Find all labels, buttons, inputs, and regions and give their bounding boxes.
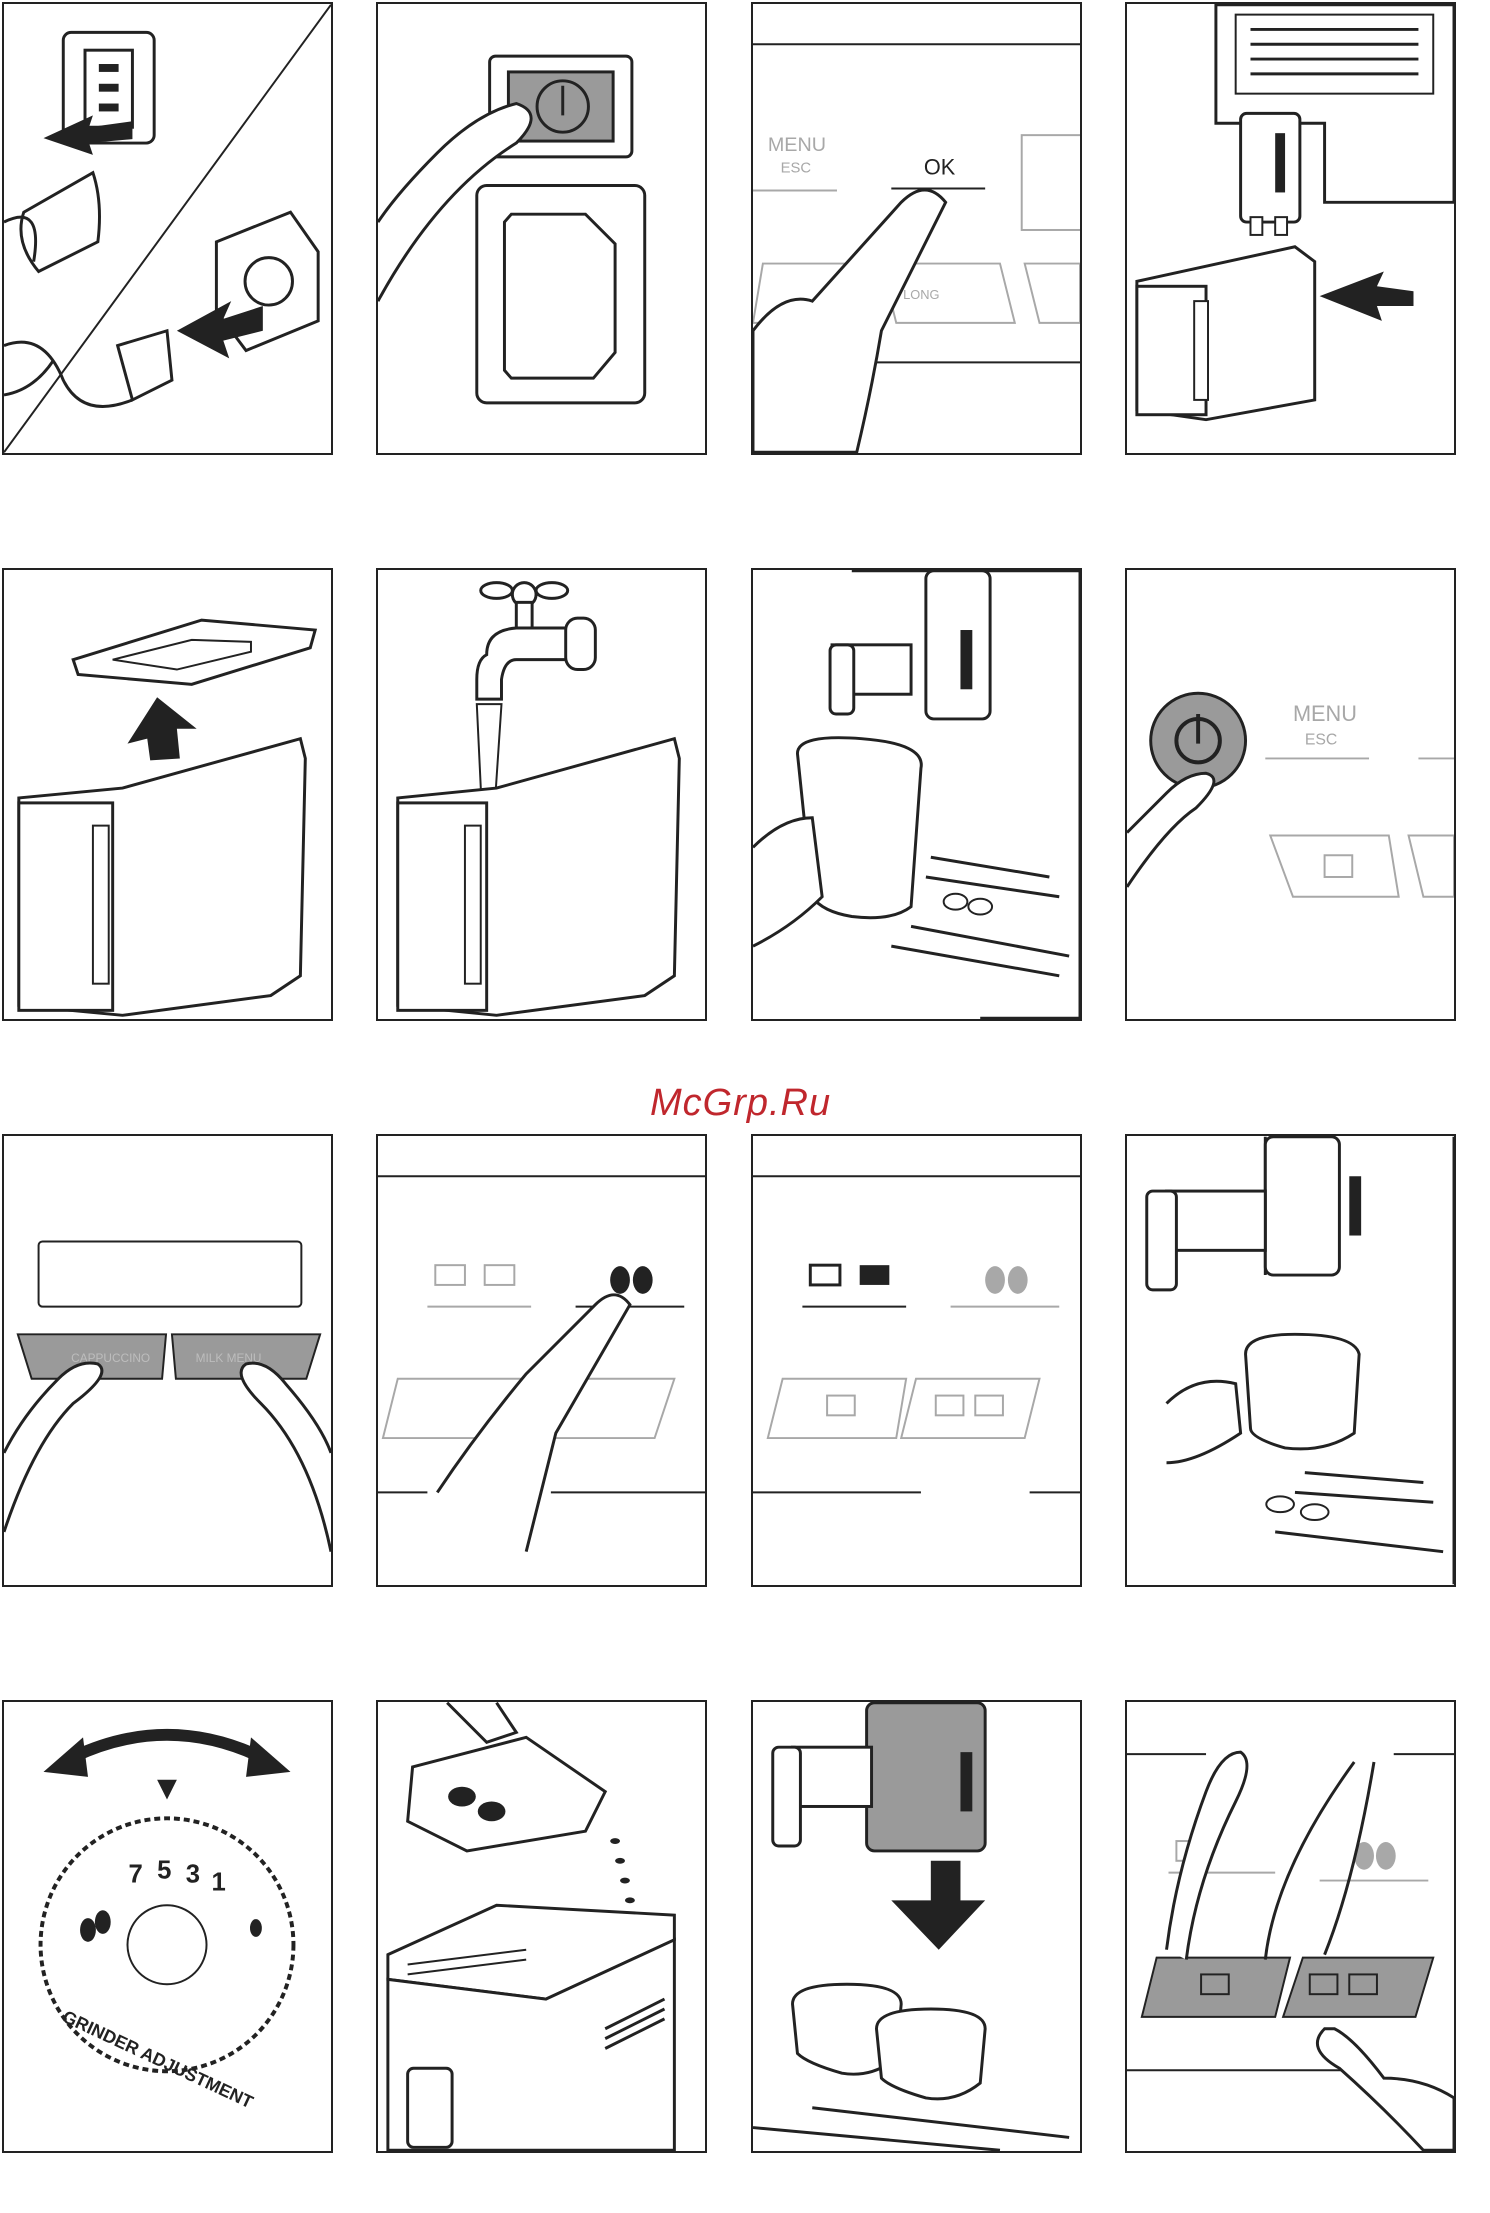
grinder-dial-illustration: 7 5 3 1 GRINDER ADJUSTMENT: [4, 1702, 331, 2151]
coffee-bean-icon: [985, 1266, 1005, 1294]
cup-selection-illustration: [753, 1136, 1080, 1585]
cup-icon: [860, 1265, 890, 1285]
cup-icon: [435, 1265, 465, 1285]
step-6-fill-water-panel: [376, 568, 707, 1021]
add-beans-illustration: [378, 1702, 705, 2151]
select-cups-illustration: [1127, 1702, 1454, 2151]
step-10-bean-button-panel: [376, 1134, 707, 1587]
down-arrow-icon: [891, 1861, 985, 1950]
svg-text:7: 7: [128, 1861, 142, 1889]
step-3-ok-button-panel: MENU ESC OK LONG: [751, 2, 1082, 455]
step-8-power-on-panel: MENU ESC: [1125, 568, 1456, 1021]
step-9-two-buttons-panel: CAPPUCCINO MILK MENU: [2, 1134, 333, 1587]
coffee-bean-icon: [610, 1266, 630, 1294]
pointer-icon: [157, 1780, 177, 1800]
step-13-grinder-adjustment-panel: 7 5 3 1 GRINDER ADJUSTMENT: [2, 1700, 333, 2153]
two-buttons-illustration: CAPPUCCINO MILK MENU: [4, 1136, 331, 1585]
coffee-bean-icon: [1376, 1842, 1396, 1870]
step-12-cup-under-spout-panel: [1125, 1134, 1456, 1587]
bean-button-illustration: [378, 1136, 705, 1585]
cup-under-spout-illustration: [1127, 1136, 1454, 1585]
step-7-place-cup-panel: [751, 568, 1082, 1021]
step-4-remove-water-tank-panel: [1125, 2, 1456, 455]
ok-button-illustration: MENU ESC OK LONG: [753, 4, 1080, 453]
step-1-plug-in-panel: [2, 2, 333, 455]
right-arrow-icon: [246, 1737, 290, 1777]
step-14-add-coffee-beans-panel: [376, 1700, 707, 2153]
step-15-lower-spout-panel: [751, 1700, 1082, 2153]
coffee-bean-icon: [1008, 1266, 1028, 1294]
single-cup-button[interactable]: [1142, 1958, 1290, 2017]
lower-spout-illustration: [753, 1702, 1080, 2151]
svg-text:5: 5: [157, 1857, 171, 1885]
menu-label: MENU: [768, 134, 826, 156]
coffee-bean-icon: [250, 1919, 262, 1937]
coffee-bean-icon: [80, 1918, 96, 1942]
watermark: McGrp.Ru: [650, 1082, 831, 1125]
coffee-bean-icon: [478, 1802, 506, 1822]
svg-text:3: 3: [186, 1861, 200, 1889]
step-16-select-cups-panel: [1125, 1700, 1456, 2153]
power-on-illustration: MENU ESC: [1127, 570, 1454, 1019]
esc-label: ESC: [781, 161, 812, 177]
coffee-bean-icon: [633, 1266, 653, 1294]
double-cup-button[interactable]: [1283, 1958, 1433, 2017]
svg-text:1: 1: [211, 1868, 225, 1896]
coffee-bean-icon: [95, 1910, 111, 1934]
coffee-bean-icon: [448, 1787, 476, 1807]
power-switch-illustration: [378, 4, 705, 453]
remove-tank-illustration: [1127, 4, 1454, 453]
step-5-remove-tank-lid-panel: [2, 568, 333, 1021]
cup-icon: [485, 1265, 515, 1285]
plug-in-illustration: [4, 4, 331, 453]
long-label: LONG: [903, 287, 939, 302]
step-2-power-switch-panel: [376, 2, 707, 455]
step-11-cup-selection-panel: [751, 1134, 1082, 1587]
esc-label: ESC: [1305, 732, 1337, 749]
menu-label: MENU: [1293, 701, 1357, 726]
ok-label: OK: [924, 155, 956, 180]
cup-icon: [810, 1265, 840, 1285]
fill-water-illustration: [378, 570, 705, 1019]
left-arrow-icon: [44, 1737, 88, 1777]
place-cup-illustration: [753, 570, 1080, 1019]
tank-lid-illustration: [4, 570, 331, 1019]
